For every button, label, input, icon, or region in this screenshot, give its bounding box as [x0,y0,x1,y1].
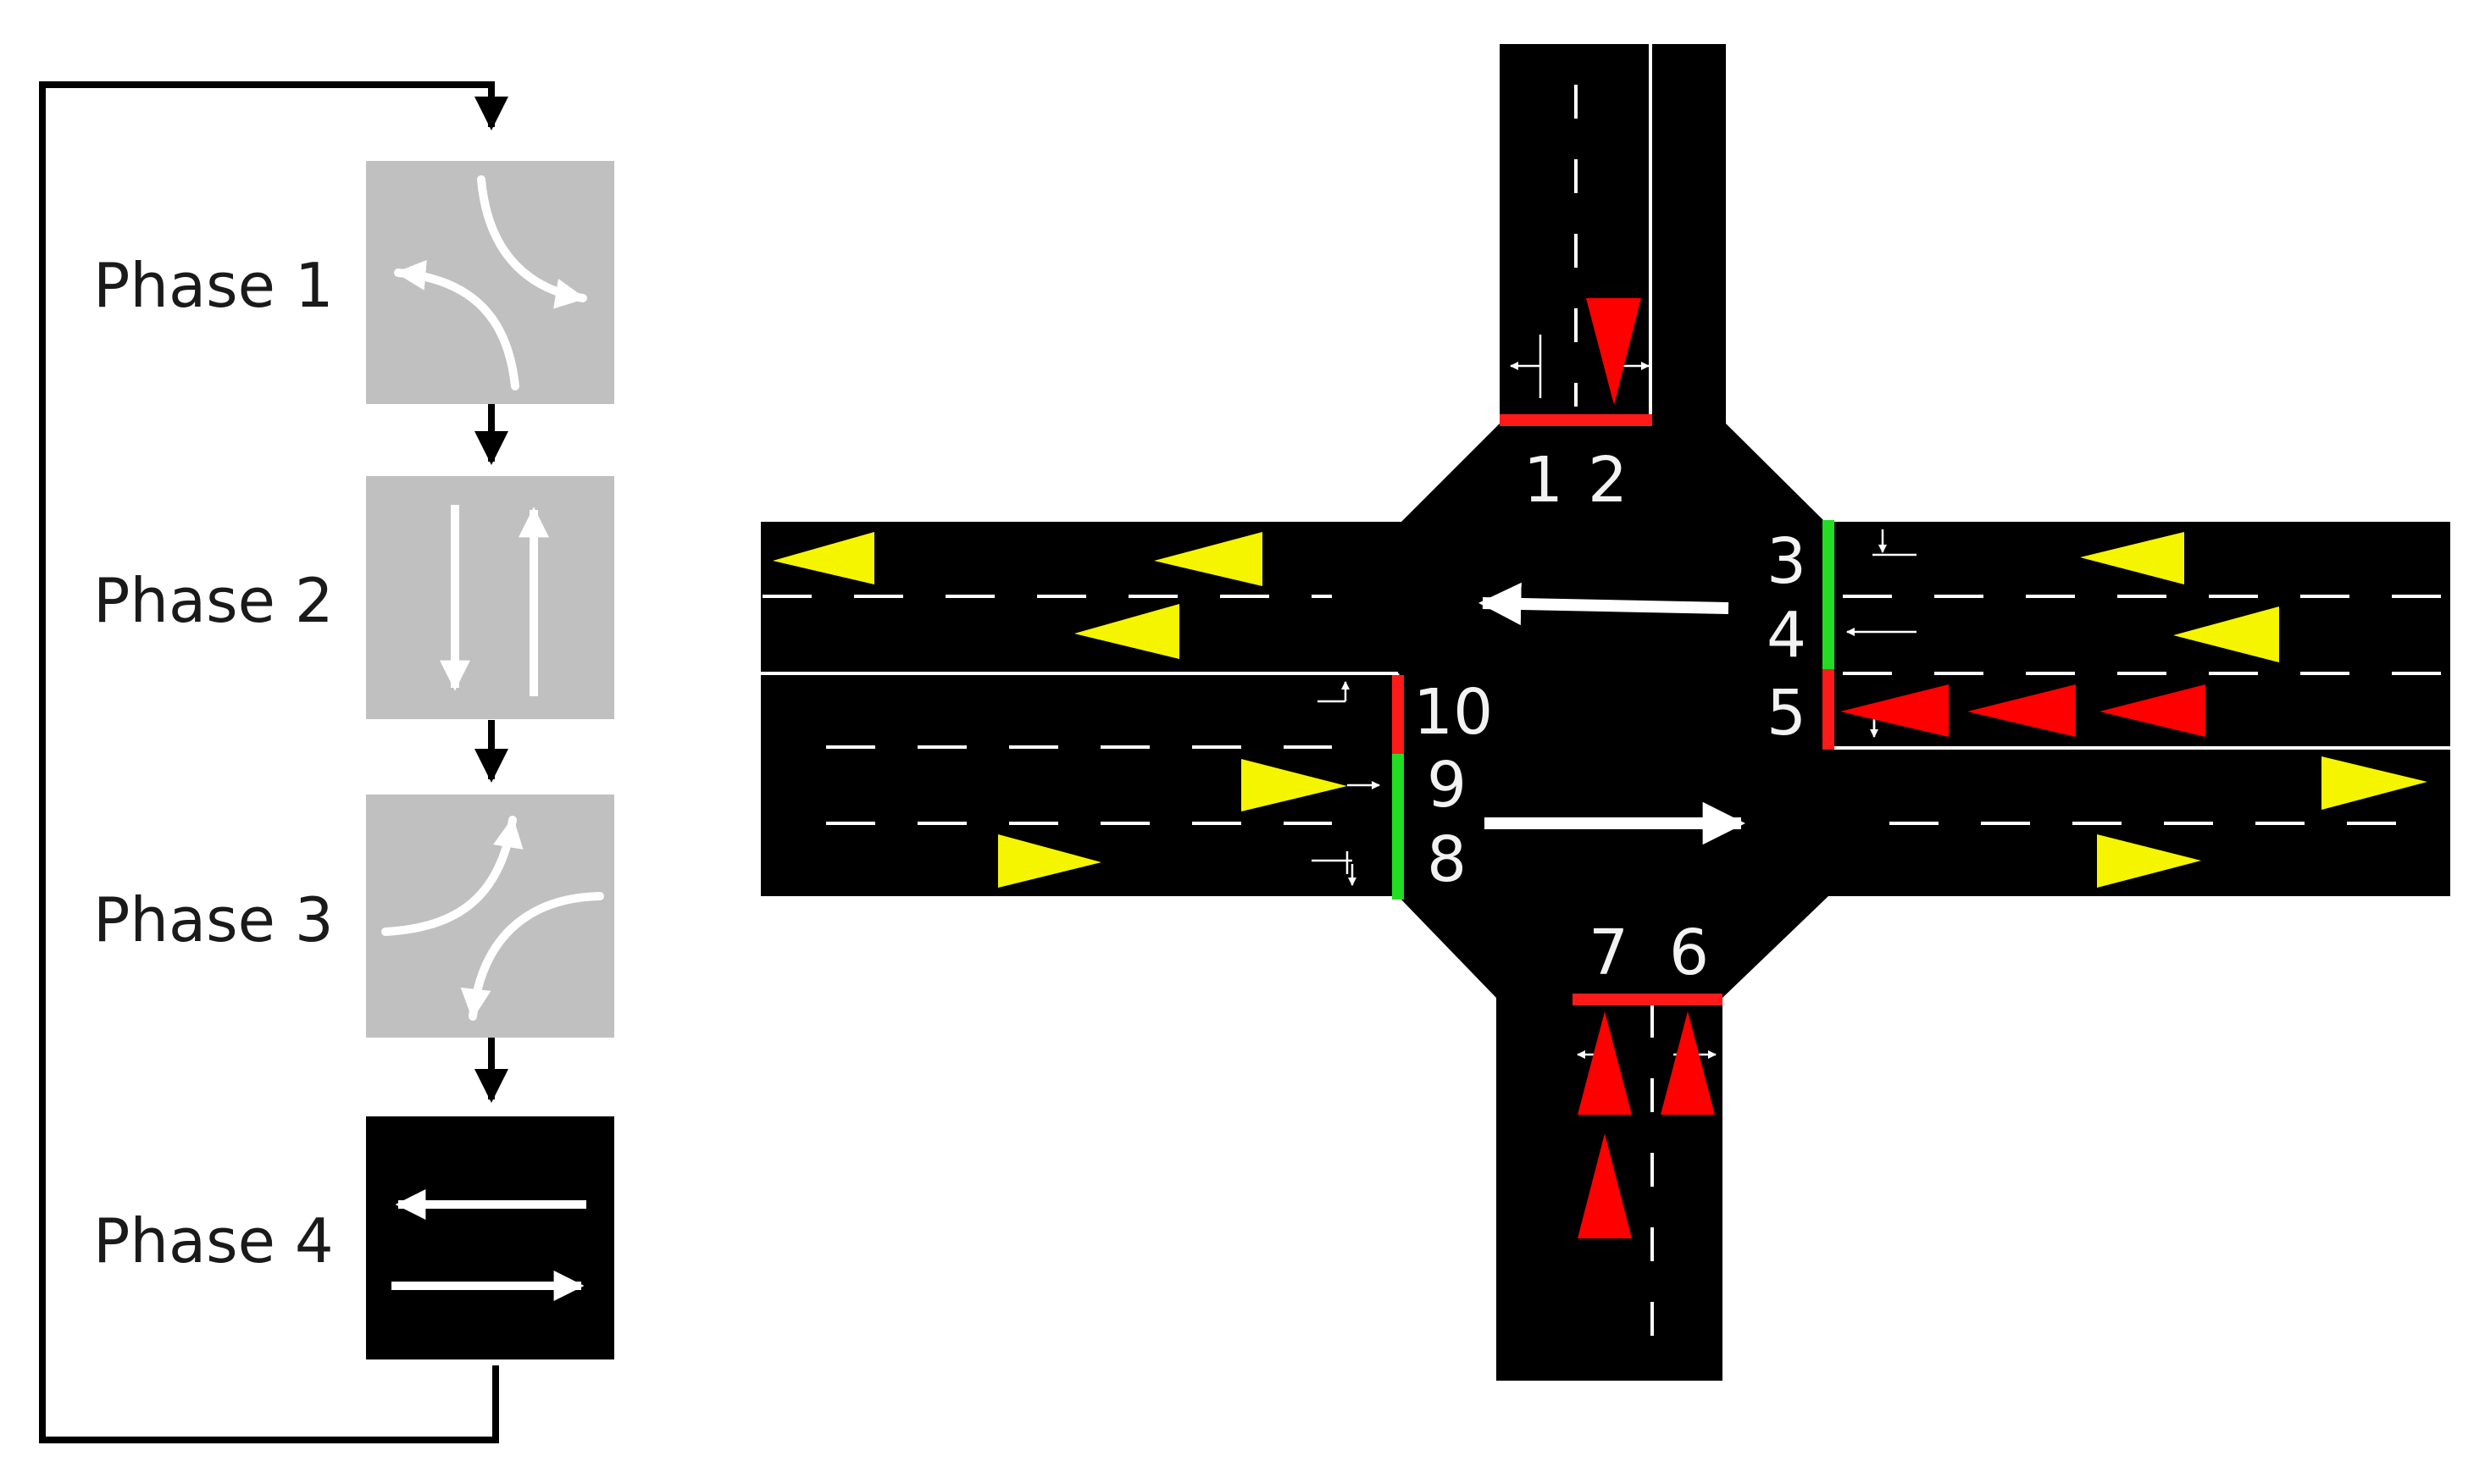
vehicle-moving [1241,759,1347,811]
phase-1-label: Phase 1 [93,250,334,321]
phase-4: Phase 4 [93,1116,614,1359]
vehicle-moving [1074,604,1179,659]
vehicle-stopped [2099,684,2205,737]
west-road [761,522,1405,896]
vehicle-stopped [1967,684,2076,737]
lane-number-5: 5 [1767,677,1806,750]
junction-octagon [1398,424,1828,998]
lane-number-8: 8 [1427,823,1467,896]
lane-number-3: 3 [1767,525,1806,598]
vehicle-moving [2097,834,2201,888]
vehicle-moving [2321,756,2427,810]
vehicle-stopped [1578,1011,1632,1115]
vehicle-moving [2173,606,2279,662]
lane-number-6: 6 [1669,916,1709,989]
phase-3: Phase 3 [93,795,614,1038]
phase-4-box [366,1116,614,1359]
vehicle-stopped [1840,684,1949,737]
active-movement-arrows [1478,582,1746,845]
lane-number-9: 9 [1427,749,1467,822]
signal-heads [1392,414,1834,1005]
lane-number-2: 2 [1588,444,1628,517]
phase-2-box [366,476,614,719]
vehicle-stopped [1578,1133,1632,1238]
lane-number-10: 10 [1413,676,1493,749]
phase-4-label: Phase 4 [93,1205,334,1276]
lane-numbers: 1 2 3 4 5 6 7 8 9 10 [1413,444,1806,989]
vehicle-moving [1154,532,1262,586]
phase-2: Phase 2 [93,476,614,719]
vehicle-moving [773,532,874,584]
vehicles-moving [773,532,2427,888]
phase-1: Phase 1 [93,161,614,404]
phase-cycle-loop [39,81,508,1443]
phase-3-box [366,795,614,1038]
vehicles-stopped [1578,298,2205,1238]
vehicle-moving [998,834,1101,888]
lane-number-4: 4 [1767,599,1806,672]
vehicle-moving [2080,532,2184,584]
phase-3-label: Phase 3 [93,884,334,955]
phase-1-left-turn-arrows-icon [394,175,587,390]
phase-2-label: Phase 2 [93,565,334,636]
vehicle-stopped [1586,298,1641,405]
lane-number-1: 1 [1523,444,1563,517]
phase-2-through-arrows-icon [440,505,549,696]
phase-1-box [366,161,614,404]
phase-4-through-arrows-icon [391,1189,586,1301]
vehicle-stopped [1661,1011,1715,1115]
westbound-through-arrow [1478,582,1729,626]
phase-3-left-turn-arrows-icon [381,816,604,1021]
lane-number-7: 7 [1589,916,1628,989]
